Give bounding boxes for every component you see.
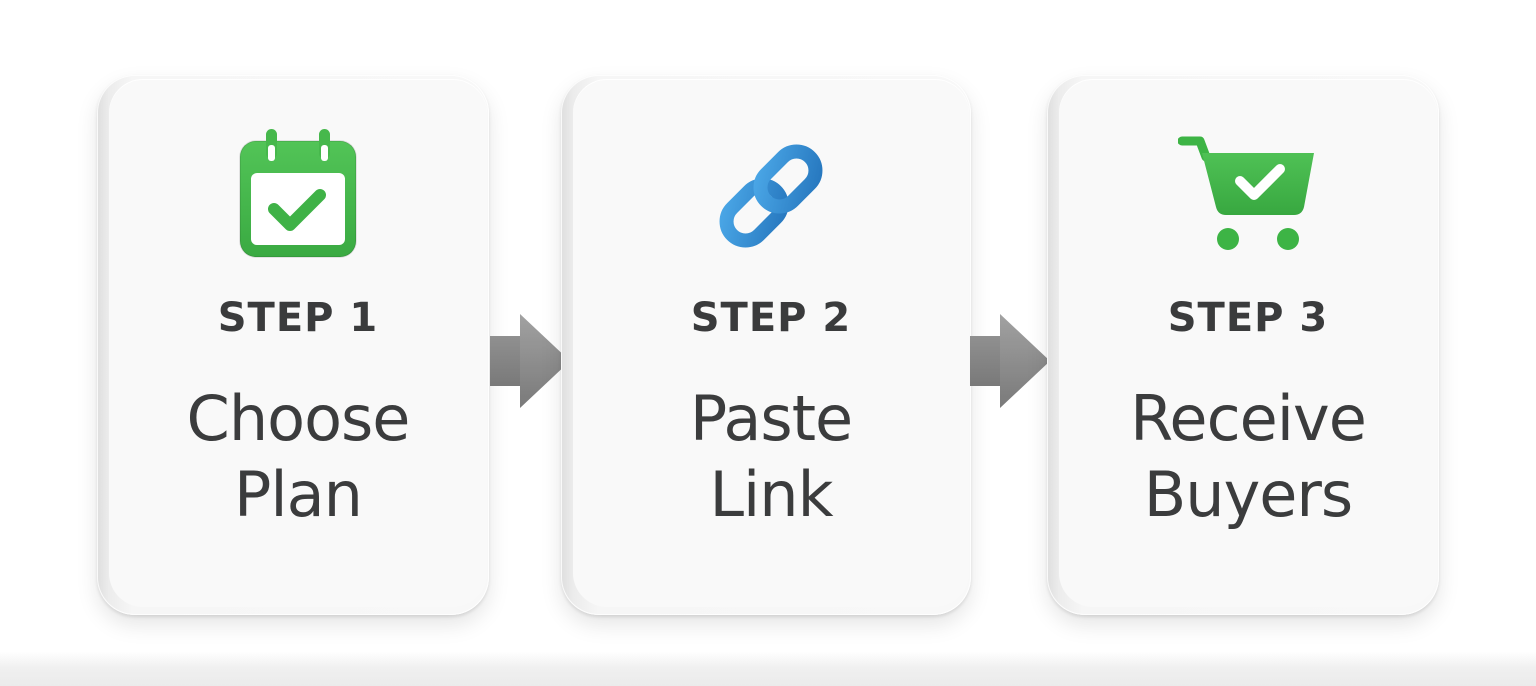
card-face: STEP 3 Receive Buyers (1059, 79, 1437, 607)
step-card-3: STEP 3 Receive Buyers (1047, 75, 1439, 615)
floor-shadow (0, 652, 1536, 686)
card-face: STEP 1 Choose Plan (109, 79, 487, 607)
step-title: Choose Plan (109, 381, 487, 533)
step-title-line-2: Link (709, 458, 834, 531)
step-title: Paste Link (573, 381, 969, 533)
step-title-line-1: Paste (689, 382, 853, 455)
step-card-2: STEP 2 Paste Link (561, 75, 971, 615)
step-title: Receive Buyers (1059, 381, 1437, 533)
step-label: STEP 3 (1167, 295, 1329, 341)
arrow-right-icon (488, 312, 572, 410)
calendar-check-icon (236, 125, 360, 265)
step-label: STEP 1 (217, 295, 379, 341)
step-card-1: STEP 1 Choose Plan (97, 75, 489, 615)
step-title-line-2: Buyers (1143, 458, 1353, 531)
step-label: STEP 2 (690, 295, 852, 341)
card-face: STEP 2 Paste Link (573, 79, 969, 607)
cart-check-icon (1177, 135, 1318, 263)
arrow-right-icon (968, 312, 1052, 410)
link-chain-icon (706, 131, 836, 265)
step-title-line-1: Choose (186, 382, 411, 455)
step-title-line-1: Receive (1130, 382, 1367, 455)
step-title-line-2: Plan (234, 458, 363, 531)
